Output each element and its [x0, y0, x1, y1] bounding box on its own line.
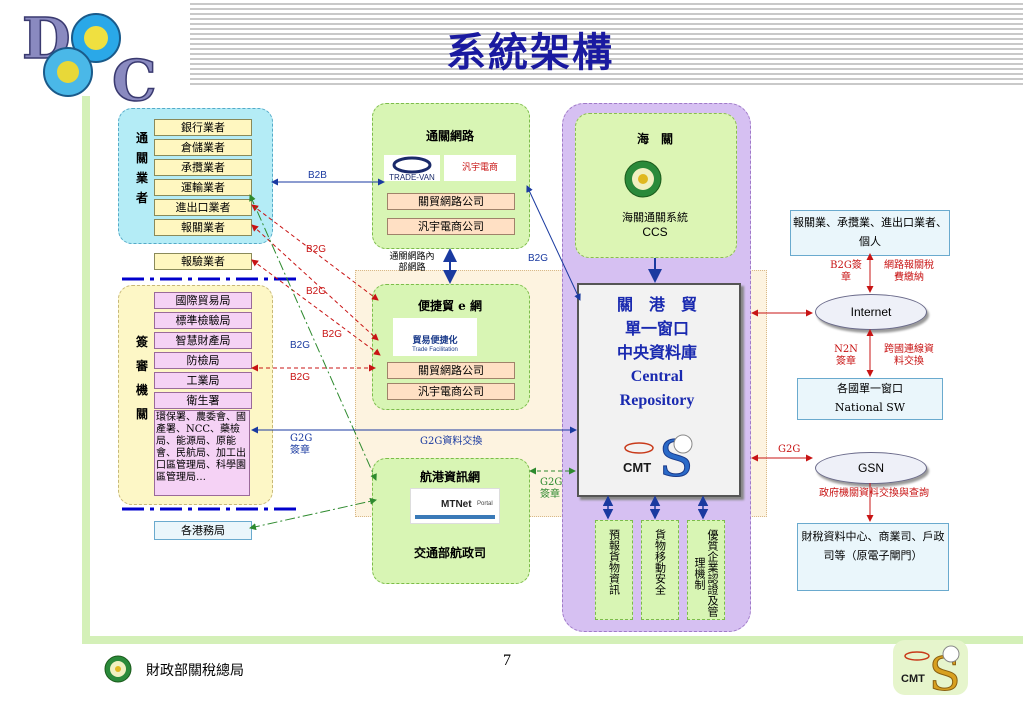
customs-system-code: CCS	[642, 225, 668, 239]
audit-vertical-label: 簽審 機關	[135, 335, 148, 421]
warehouse-operator: 倉儲業者	[154, 139, 252, 156]
health-department: 衛生署	[154, 392, 252, 409]
central-repository-text: 關 港 貿 單一窗口 中央資料庫 Central Repository	[616, 295, 697, 409]
label-g2g-exchange: G2G資料交換	[420, 436, 483, 447]
tax-data-center: 財稅資料中心、商業司、戶政司等（原電子閘門）	[797, 523, 949, 591]
n2n-signature: N2N簽章	[834, 344, 858, 367]
importer-exporter: 進出口業者	[154, 199, 252, 216]
port-info-title: 航港資訊網	[419, 470, 480, 484]
trade-facilitation-logo: 貿易便捷化 Trade Facilitation	[393, 318, 477, 356]
divider-horizontal	[82, 636, 1023, 644]
industrial-bureau: 工業局	[154, 372, 252, 389]
gov-data-exchange: 政府機關資料交換與查詢	[819, 488, 929, 499]
carrier: 運輸業者	[154, 179, 252, 196]
tradevan-company: 關貿網路公司	[387, 193, 515, 210]
gsn-cloud: GSN	[815, 452, 927, 484]
tradevan-company-2: 關貿網路公司	[387, 362, 515, 379]
customs-emblem-icon	[624, 160, 662, 198]
b2g-signature-right: B2G簽章	[830, 260, 862, 283]
edge-port-green-1	[249, 194, 377, 481]
bureau-standards: 標準檢驗局	[154, 312, 252, 329]
forwarder: 承攬業者	[154, 159, 252, 176]
g2g-label-right: G2G	[778, 444, 801, 455]
hanyu-company-2: 汎宇電商公司	[387, 383, 515, 400]
ip-office: 智慧財產局	[154, 332, 252, 349]
footer-organization: 財政部關稅總局	[146, 663, 244, 679]
national-single-window: 各國單一窗口 National SW	[797, 378, 943, 420]
column-aeo-mechanism: 優質企業認證及管理機制	[687, 520, 725, 620]
column-cargo-security: 貨物移動安全	[641, 520, 679, 620]
brokers-vertical-label: 通關 業者	[135, 131, 148, 205]
tradevan-logo: TRADE-VAN	[384, 155, 440, 182]
column-cargo-preadvice: 預報貨物資訊	[595, 520, 633, 620]
hanyu-logo: 汎宇電商	[444, 155, 516, 181]
footer-emblem-icon	[104, 655, 132, 683]
svg-text:CMT: CMT	[901, 673, 925, 685]
cmt-logo: S CMT	[617, 430, 697, 489]
customs-broker: 報關業者	[154, 219, 252, 236]
footer-cmt-logo: S CMT	[893, 640, 968, 702]
edge-network-central	[526, 185, 581, 301]
bureau-foreign-trade: 國際貿易局	[154, 292, 252, 309]
label-g2g-signature-mid: G2G簽章	[540, 477, 563, 500]
other-agencies: 環保署、農委會、國產署、NCC、藥檢局、能源局、原能會、民航局、加工出口區管理局…	[154, 410, 250, 496]
edge-b2g-1	[251, 204, 379, 301]
inspection-operator: 報驗業者	[154, 253, 252, 270]
trade-e-net-title: 便捷貿 e 網	[418, 299, 482, 313]
page-number: 7	[503, 652, 511, 669]
hanyu-company: 汎宇電商公司	[387, 218, 515, 235]
cross-border-exchange: 跨國連線資料交換	[884, 344, 934, 367]
label-b2b: B2B	[308, 170, 327, 181]
logo-letter-c: C	[112, 48, 157, 108]
divider-vertical	[82, 96, 90, 644]
edge-port-green-2	[249, 497, 377, 531]
edge-b2g-3	[251, 259, 381, 356]
online-tax-payment: 網路報關稅費繳納	[884, 260, 934, 283]
edge-b2g-2	[251, 224, 379, 341]
page-title: 系統架構	[446, 29, 614, 76]
internal-network-note: 通關網路內部網路	[389, 252, 435, 273]
port-admin-footer: 交通部航政司	[413, 546, 486, 560]
dgoc-logo: D C	[0, 0, 190, 115]
central-repository	[577, 283, 741, 497]
customs-title: 海 關	[636, 132, 673, 146]
port-bureaus: 各港務局	[154, 521, 252, 540]
customs-system: 海關通關系統	[622, 211, 688, 224]
bank-operator: 銀行業者	[154, 119, 252, 136]
mtnet-logo: MTNet Portal	[410, 488, 500, 524]
quarantine-bureau: 防檢局	[154, 352, 252, 369]
customs-network-title: 通關網路	[425, 129, 474, 143]
svg-text:CMT: CMT	[623, 460, 651, 475]
